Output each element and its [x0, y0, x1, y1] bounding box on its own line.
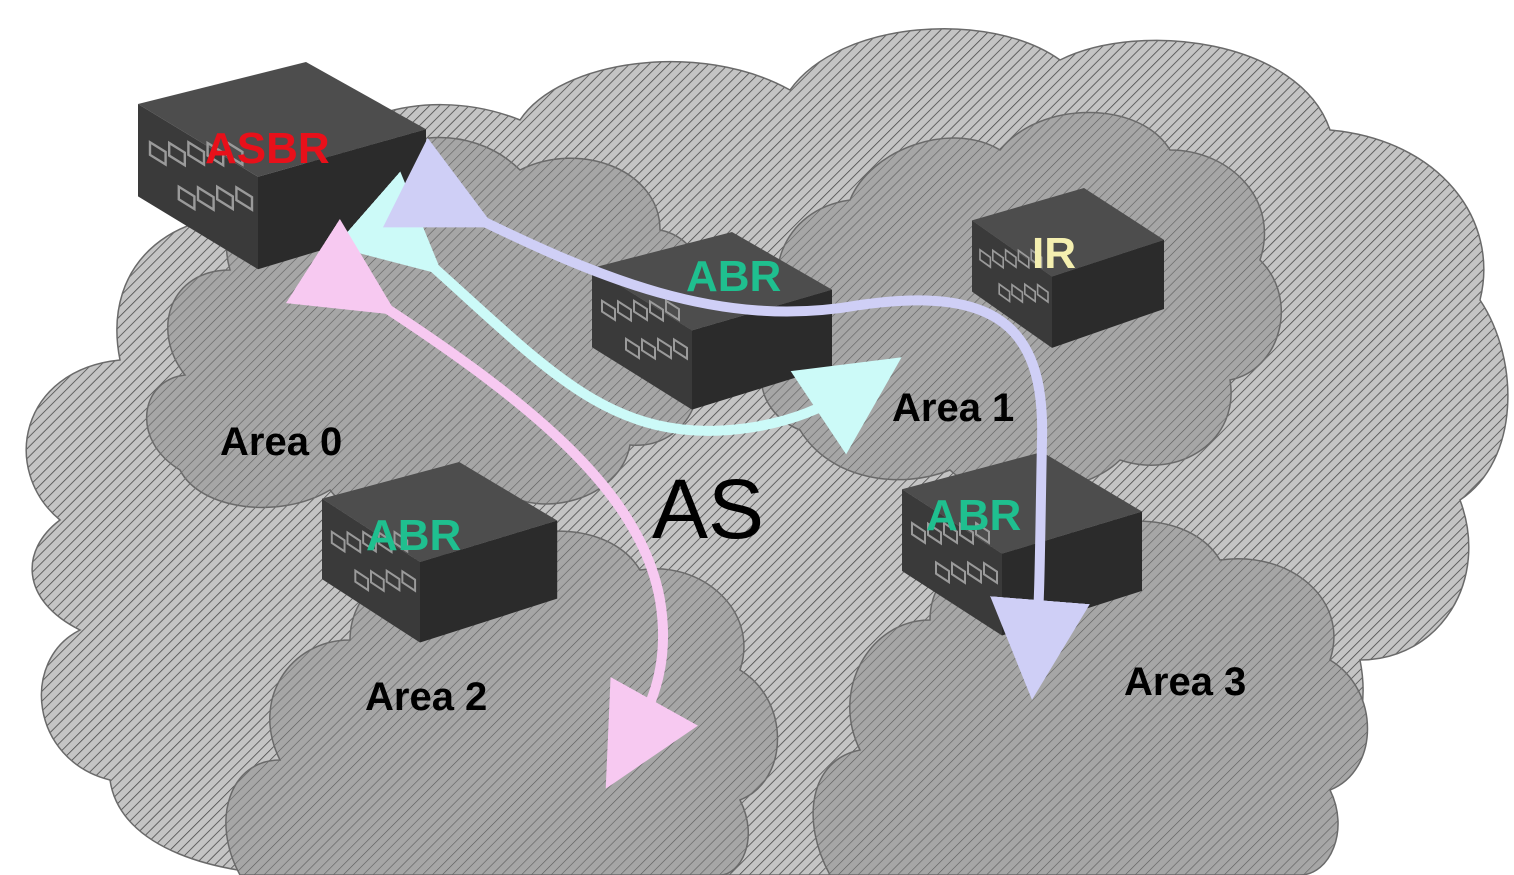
link-asbr-area2	[285, 218, 698, 789]
area-label-3: Area 3	[1124, 660, 1246, 704]
router-label-ir: IR	[1032, 229, 1076, 278]
router-label-asbr: ASBR	[205, 124, 330, 173]
links	[285, 137, 1090, 789]
area-label-2: Area 2	[365, 675, 487, 719]
area-label-0: Area 0	[220, 420, 342, 464]
router-label-abr-right: ABR	[926, 491, 1021, 540]
as-label: AS	[652, 462, 764, 556]
router-label-abr-center: ABR	[686, 252, 781, 301]
area-label-1: Area 1	[892, 386, 1014, 430]
router-label-abr-bottom-left: ABR	[366, 511, 461, 560]
